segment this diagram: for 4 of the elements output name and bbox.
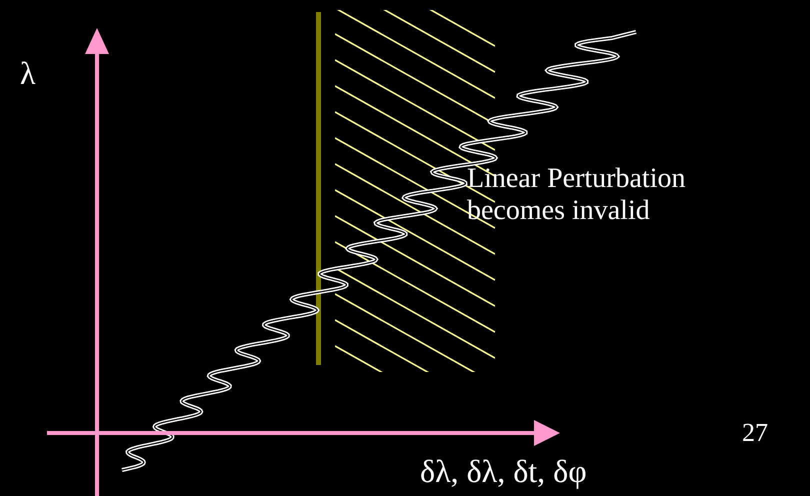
axis-label: δλ, δλ, δt, δφ [420, 453, 587, 490]
page-number: 27 [742, 418, 768, 448]
axis-label: λ [20, 55, 36, 92]
annotation-text: Linear Perturbation becomes invalid [467, 163, 686, 228]
